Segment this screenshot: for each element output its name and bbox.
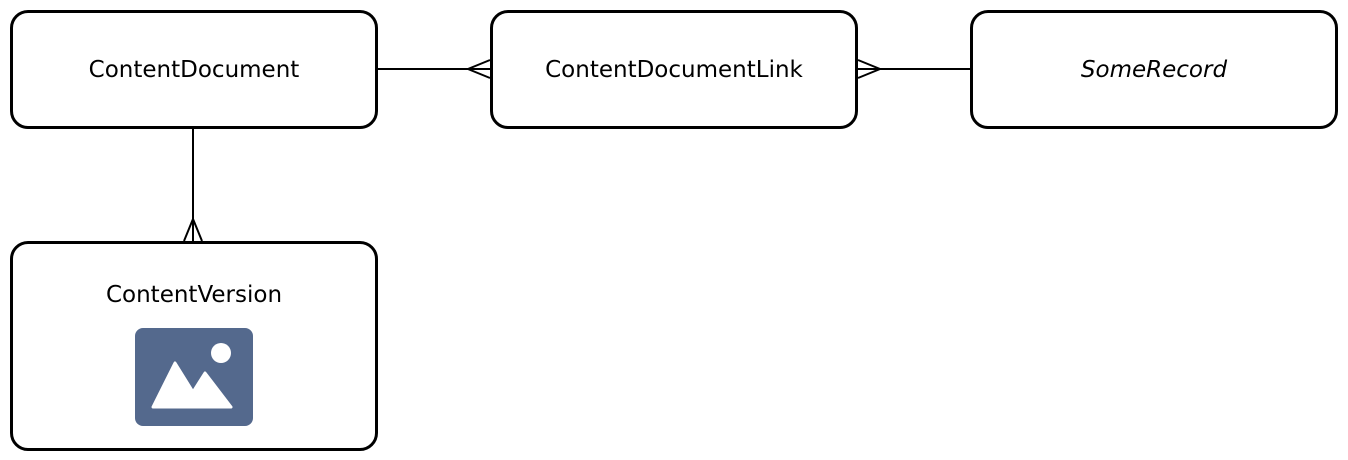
entity-label: ContentDocument: [88, 56, 300, 83]
entity-label: ContentDocumentLink: [545, 56, 803, 83]
crows-foot-many-icon: [465, 59, 491, 79]
entity-label: ContentVersion: [105, 282, 283, 308]
entity-content-document[interactable]: ContentDocument: [10, 10, 378, 129]
connector-document-to-link: [378, 59, 491, 79]
entity-label: SomeRecord: [1080, 56, 1228, 83]
crows-foot-many-icon: [857, 59, 883, 79]
image-icon: [135, 328, 253, 426]
entity-content-version[interactable]: ContentVersion: [10, 241, 378, 451]
connector-record-to-link: [857, 59, 970, 79]
entity-some-record[interactable]: SomeRecord: [970, 10, 1338, 129]
crows-foot-many-icon: [183, 216, 203, 242]
connector-document-to-version: [183, 129, 203, 242]
entity-content-document-link[interactable]: ContentDocumentLink: [490, 10, 858, 129]
